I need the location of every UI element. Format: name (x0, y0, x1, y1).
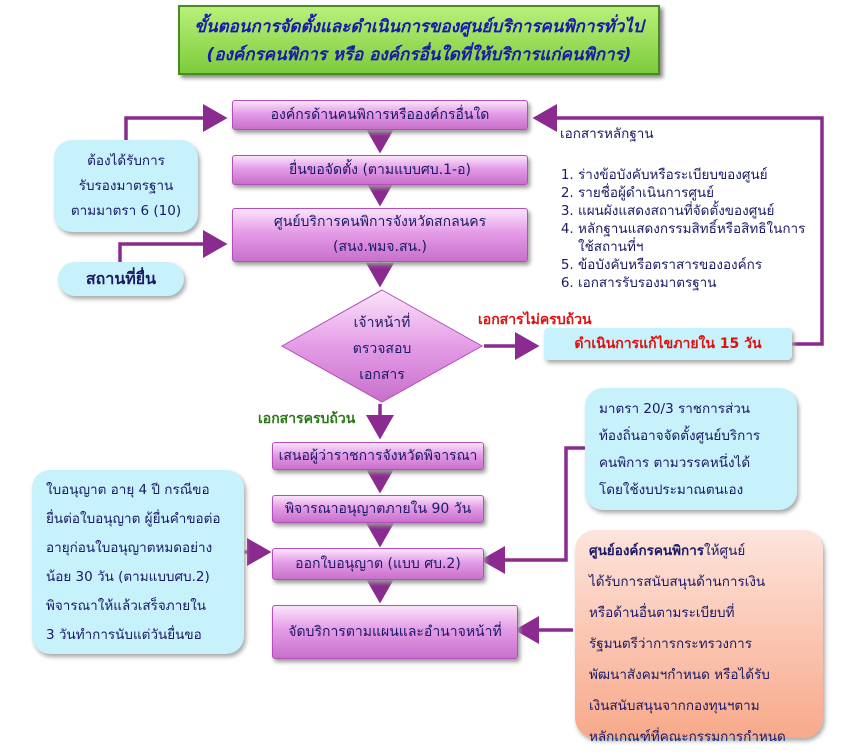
license-line5: พิจารณาให้แล้วเสร็จภายใน (46, 598, 207, 614)
document-item: แผนผังแสดงสถานที่จัดตั้งของศูนย์ (578, 202, 810, 220)
step-consider-label: พิจารณาอนุญาตภายใน 90 วัน (284, 501, 472, 517)
license-line6: 3 วันทำการนับแต่วันยื่นขอ (46, 627, 202, 643)
documents-heading: เอกสารหลักฐาน (560, 126, 654, 142)
local-line3: คนพิการ ตามวรรคหนึ่งได้ (599, 455, 751, 471)
step-service: จัดบริการตามแผนและอำนาจหน้าที่ (272, 605, 518, 659)
local-line4: โดยใช้งบประมาณตนเอง (599, 482, 744, 498)
license-line3: อายุก่อนใบอนุญาตหมดอย่าง (46, 540, 213, 556)
standard-line3: ตามมาตรา 6 (10) (70, 203, 182, 219)
step-issue: ออกใบอนุญาต (แบบ ศบ.2) (272, 548, 484, 580)
support-line7: หลักเกณฑ์ที่คณะกรรมการกำหนด (589, 729, 786, 745)
step-org: องค์กรด้านคนพิการหรือองค์กรอื่นใด (232, 100, 528, 130)
title-line1: ขั้นตอนการจัดตั้งและดำเนินการของศูนย์บริ… (194, 17, 644, 37)
local-line1: มาตรา 20/3 ราชการส่วน (599, 401, 751, 417)
step-issue-label: ออกใบอนุญาต (แบบ ศบ.2) (295, 556, 461, 572)
arrow-location-center (118, 230, 228, 262)
standard-box: ต้องได้รับการ รับรองมาตรฐาน ตามมาตรา 6 (… (54, 140, 198, 232)
support-line1: ศูนย์องค์กรคนพิการให้ศูนย์ (589, 536, 813, 567)
local-note: มาตรา 20/3 ราชการส่วน ท้องถิ่นอาจจัดตั้ง… (585, 388, 797, 510)
step-service-label: จัดบริการตามแผนและอำนาจหน้าที่ (288, 624, 502, 640)
license-line2: ยื่นต่อใบอนุญาต ผู้ยื่นคำขอต่อ (46, 511, 221, 527)
standard-line1: ต้องได้รับการ (87, 153, 165, 169)
check-line1: เจ้าหน้าที่ (353, 315, 411, 331)
license-line1: ใบอนุญาต อายุ 4 ปี กรณีขอ (46, 482, 210, 498)
license-note: ใบอนุญาต อายุ 4 ปี กรณีขอ ยื่นต่อใบอนุญา… (32, 470, 244, 654)
location-box: สถานที่ยื่น (58, 262, 184, 296)
title-line2: (องค์กรคนพิการ หรือ องค์กรอื่นใดที่ให้บร… (206, 45, 632, 65)
support-line2: ได้รับการสนับสนุนด้านการเงิน (589, 574, 766, 590)
check-line2: ตรวจสอบ (352, 341, 412, 357)
document-item: ข้อบังคับหรือตราสารขององค์กร (578, 256, 810, 274)
check-diamond (280, 289, 484, 403)
page-title: ขั้นตอนการจัดตั้งและดำเนินการของศูนย์บริ… (178, 5, 660, 75)
documents-list: เอกสารหลักฐาน ร่างข้อบังคับหรือระเบียบขอ… (560, 122, 810, 292)
local-line2: ท้องถิ่นอาจจัดตั้งศูนย์บริการ (599, 428, 761, 444)
standard-line2: รับรองมาตรฐาน (78, 178, 174, 194)
support-bold: ศูนย์องค์กรคนพิการ (589, 543, 705, 559)
arrow-fix-org (532, 104, 824, 346)
support-line5: พัฒนาสังคมฯกำหนด หรือได้รับ (589, 667, 770, 683)
fix-label: ดำเนินการแก้ไขภายใน 15 วัน (574, 336, 762, 352)
license-line4: น้อย 30 วัน (ตามแบบศบ.2) (46, 569, 210, 585)
arrow-local-propose (480, 446, 585, 574)
step-propose-label: เสนอผู้ว่าราชการจังหวัดพิจารณา (278, 448, 478, 464)
support-line1-rest: ให้ศูนย์ (704, 543, 746, 559)
location-label: สถานที่ยื่น (85, 269, 157, 288)
step-consider: พิจารณาอนุญาตภายใน 90 วัน (272, 495, 484, 523)
step-org-label: องค์กรด้านคนพิการหรือองค์กรอื่นใด (270, 107, 490, 123)
step-propose: เสนอผู้ว่าราชการจังหวัดพิจารณา (272, 442, 484, 470)
check-label: เจ้าหน้าที่ ตรวจสอบ เอกสาร (320, 310, 444, 388)
support-note: ศูนย์องค์กรคนพิการให้ศูนย์ ได้รับการสนับ… (575, 530, 823, 745)
document-item: เอกสารรับรองมาตรฐาน (578, 274, 810, 292)
step-apply-label: ยื่นขอจัดตั้ง (ตามแบบศบ.1-อ) (289, 162, 471, 178)
document-item: รายชื่อผู้ดำเนินการศูนย์ (578, 184, 810, 202)
arrow-standard-org (124, 104, 228, 140)
step-center: ศูนย์บริการคนพิการจังหวัดสกลนคร (สนง.พมจ… (232, 208, 528, 262)
incomplete-label: เอกสารไม่ครบถ้วน (478, 312, 592, 328)
step-center-line1: ศูนย์บริการคนพิการจังหวัดสกลนคร (273, 214, 487, 230)
document-item: ร่างข้อบังคับหรือระเบียบของศูนย์ (578, 166, 810, 184)
support-line6: เงินสนับสนุนจากกองทุนฯตาม (589, 698, 760, 714)
support-line4: รัฐมนตรีว่าการกระทรวงการ (589, 636, 753, 652)
document-item: หลักฐานแสดงกรรมสิทธิ์หรือสิทธิในการใช้สถ… (578, 220, 810, 256)
complete-label: เอกสารครบถ้วน (258, 411, 356, 427)
support-line3: หรือด้านอื่นตามระเบียบที่ (589, 605, 735, 621)
check-line3: เอกสาร (359, 367, 405, 383)
step-apply: ยื่นขอจัดตั้ง (ตามแบบศบ.1-อ) (232, 155, 528, 185)
step-center-line2: (สนง.พมจ.สน.) (332, 239, 427, 255)
fix-box: ดำเนินการแก้ไขภายใน 15 วัน (544, 328, 792, 360)
